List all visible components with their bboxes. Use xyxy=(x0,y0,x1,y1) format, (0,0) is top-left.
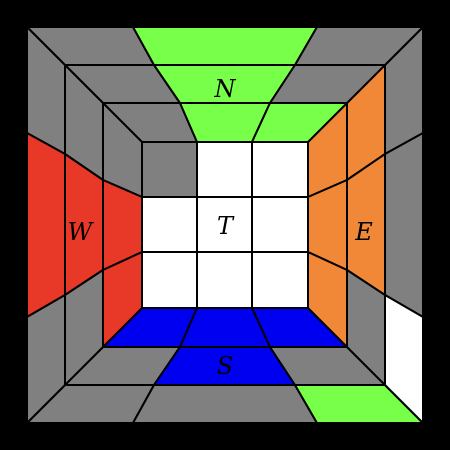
sticker-w-2-2 xyxy=(102,251,143,348)
face-label-n: N xyxy=(214,75,237,103)
sticker-layer xyxy=(26,26,424,424)
sticker-t-0-2 xyxy=(251,141,309,198)
sticker-t-0-1 xyxy=(196,141,253,198)
sticker-e-1-2 xyxy=(384,132,424,318)
sticker-t-1-0 xyxy=(141,196,198,253)
sticker-t-0-0 xyxy=(141,141,198,198)
sticker-t-2-1 xyxy=(196,251,253,309)
sticker-t-2-2 xyxy=(251,251,309,309)
sticker-n-2-2 xyxy=(251,102,348,143)
sticker-e-2-0 xyxy=(307,251,348,348)
sticker-s-2-1 xyxy=(132,384,318,424)
sticker-t-2-0 xyxy=(141,251,198,309)
face-label-t: T xyxy=(217,212,235,240)
face-label-w: W xyxy=(68,218,95,246)
face-label-s: S xyxy=(217,352,233,380)
sticker-n-0-1 xyxy=(132,26,318,66)
face-label-e: E xyxy=(354,218,373,246)
sticker-w-1-0 xyxy=(26,132,66,318)
label-layer: N T S W E xyxy=(68,75,374,380)
sticker-t-1-2 xyxy=(251,196,309,253)
